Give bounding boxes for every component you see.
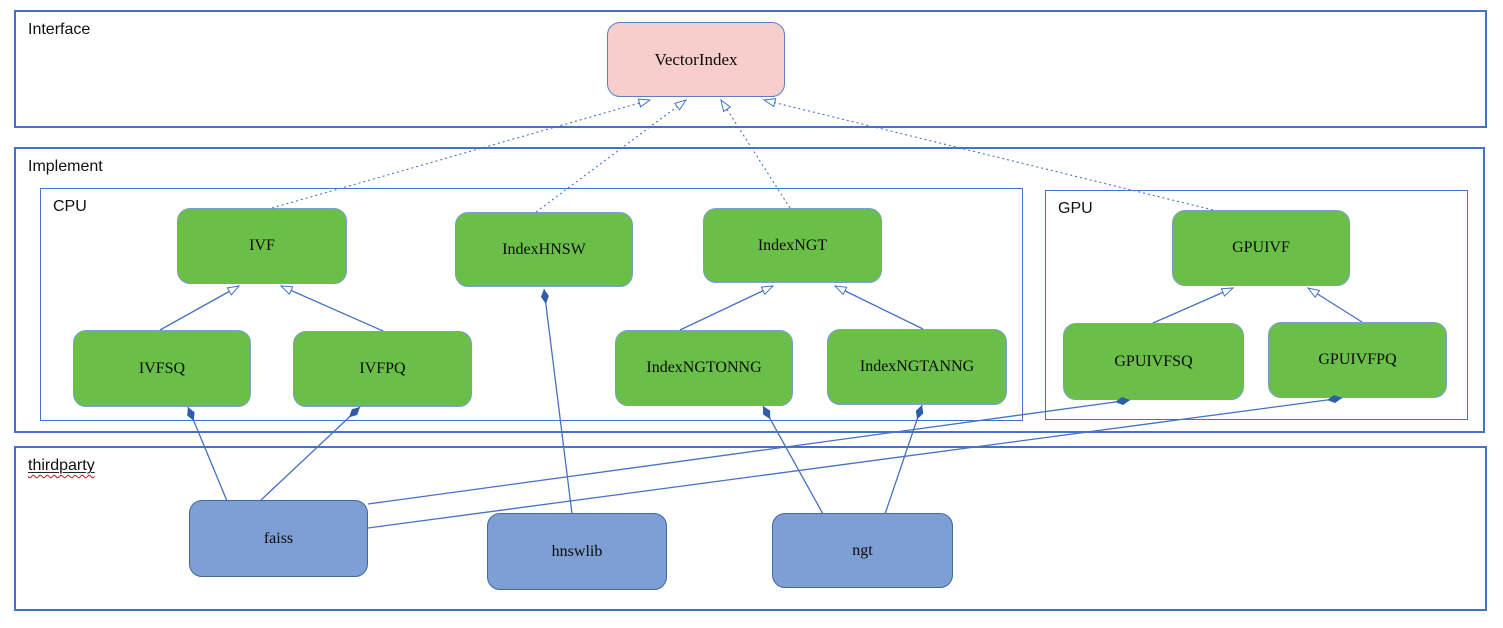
implement-label: Implement bbox=[28, 158, 103, 175]
node-ivfpq: IVFPQ bbox=[293, 331, 472, 407]
node-indexngt: IndexNGT bbox=[703, 208, 882, 283]
node-faiss-label: faiss bbox=[263, 529, 294, 547]
node-hnswlib: hnswlib bbox=[487, 513, 667, 590]
node-indexngtonng: IndexNGTONNG bbox=[615, 330, 793, 406]
node-gpuivfsq-label: GPUIVFSQ bbox=[1114, 352, 1193, 370]
cpu-label: CPU bbox=[53, 198, 87, 215]
node-ivfpq-label: IVFPQ bbox=[359, 360, 406, 377]
node-vectorindex: VectorIndex bbox=[607, 22, 785, 97]
node-gpuivf: GPUIVF bbox=[1172, 210, 1350, 286]
node-faiss: faiss bbox=[189, 500, 368, 577]
node-ivfsq: IVFSQ bbox=[73, 330, 251, 407]
node-ivf-label: IVF bbox=[249, 237, 275, 254]
gpu-label: GPU bbox=[1058, 200, 1093, 217]
node-ivf: IVF bbox=[177, 208, 347, 284]
thirdparty-label: thirdparty bbox=[28, 457, 95, 474]
node-indexngtanng: IndexNGTANNG bbox=[827, 329, 1007, 405]
node-indexngtonng-label: IndexNGTONNG bbox=[646, 359, 762, 376]
node-hnswlib-label: hnswlib bbox=[551, 542, 603, 560]
node-ngt-label: ngt bbox=[852, 541, 873, 559]
node-gpuivfsq: GPUIVFSQ bbox=[1063, 323, 1244, 400]
node-indexngt-label: IndexNGT bbox=[757, 236, 828, 254]
node-gpuivfpq: GPUIVFPQ bbox=[1268, 322, 1447, 398]
node-ngt: ngt bbox=[772, 513, 953, 588]
interface-label: Interface bbox=[28, 21, 91, 38]
node-indexhnsw: IndexHNSW bbox=[455, 212, 633, 287]
node-ivfsq-label: IVFSQ bbox=[138, 359, 186, 377]
node-gpuivfpq-label: GPUIVFPQ bbox=[1318, 351, 1397, 368]
node-indexhnsw-label: IndexHNSW bbox=[502, 240, 586, 258]
node-indexngtanng-label: IndexNGTANNG bbox=[859, 358, 975, 375]
node-vectorindex-label: VectorIndex bbox=[654, 49, 738, 69]
node-gpuivf-label: GPUIVF bbox=[1232, 239, 1290, 256]
